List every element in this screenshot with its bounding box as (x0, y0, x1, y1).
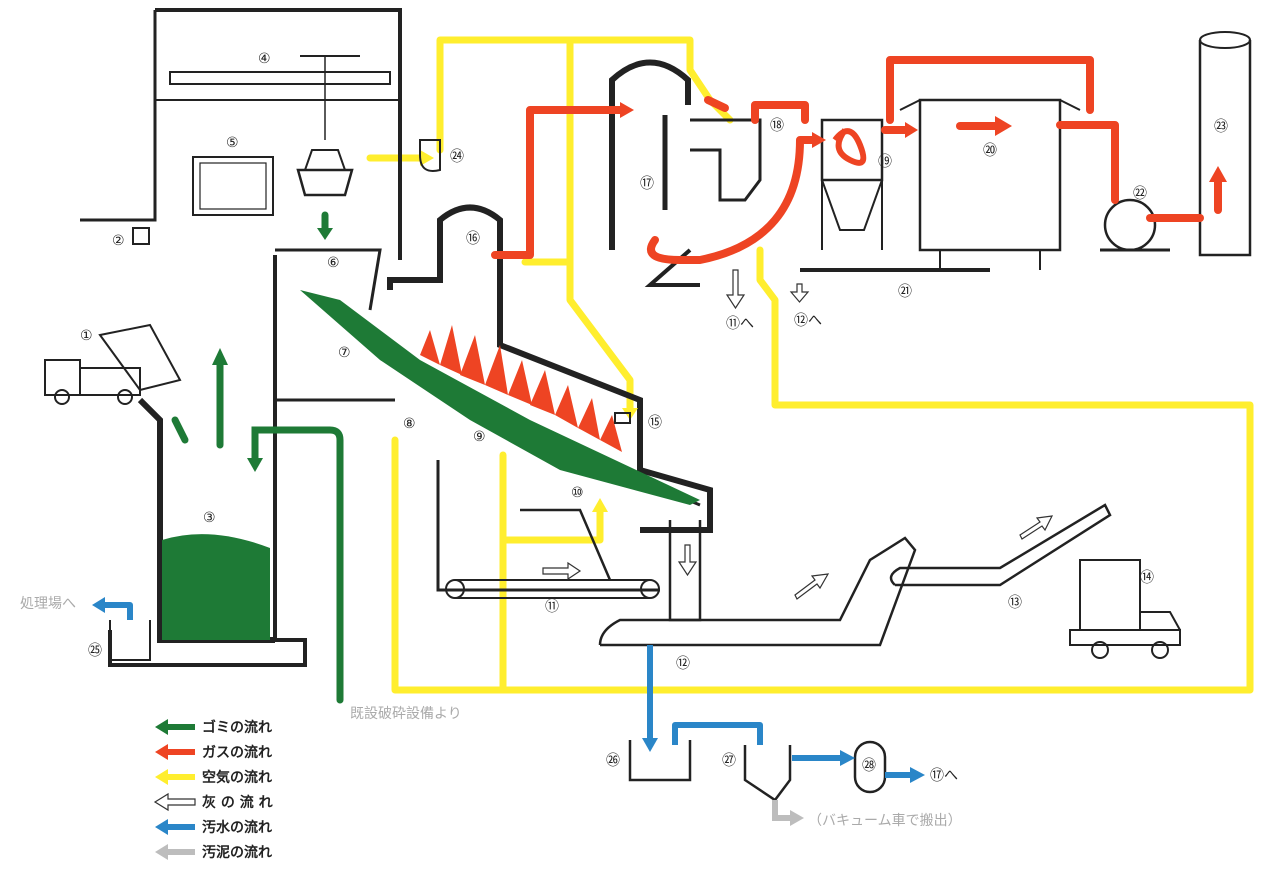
to-treatment-plant-label: 処理場へ (20, 596, 76, 612)
legend: ゴミの流れ ガスの流れ 空気の流れ 灰 の 流 れ 汚水の流れ 汚泥の流れ (155, 719, 273, 861)
label-n3: ③ (203, 510, 216, 526)
vacuum-truck-label: （バキューム車で搬出） (808, 812, 962, 829)
label-n2: ② (112, 233, 125, 249)
label-n18: ⑱ (770, 118, 784, 134)
arrow-left-white-icon (155, 794, 195, 810)
label-n19: ⑲ (878, 154, 892, 170)
garbage-flow (162, 215, 700, 700)
label-n28: ㉘ (862, 758, 876, 774)
label-n14: ⑭ (1140, 570, 1154, 586)
legend-item-wastewater: 汚水の流れ (155, 819, 272, 836)
sludge-arrowhead (790, 810, 804, 826)
arrow-left-yellow-icon (155, 769, 195, 785)
legend-label: 空気の流れ (202, 769, 272, 786)
arrow-left-red-icon (155, 744, 195, 760)
label-n15: ⑮ (648, 415, 662, 431)
legend-label: 汚泥の流れ (202, 844, 272, 861)
gas-loop-19 (835, 130, 863, 163)
label-n13: ⑬ (1008, 595, 1022, 611)
label-n27: ㉗ (722, 753, 736, 769)
label-n10: ⑩ (571, 485, 584, 501)
to-17-label: ⑰へ (930, 768, 958, 784)
legend-label: ガスの流れ (202, 744, 272, 761)
label-n16: ⑯ (466, 231, 480, 247)
label-n7: ⑦ (338, 345, 351, 361)
label-n20: ⑳ (983, 143, 997, 159)
legend-label: 汚水の流れ (202, 819, 272, 836)
legend-item-air: 空気の流れ (155, 769, 272, 786)
label-n6: ⑥ (327, 255, 340, 271)
legend-item-ash: 灰 の 流 れ (155, 794, 273, 811)
label-n25: ㉕ (88, 643, 102, 659)
legend-item-garbage: ゴミの流れ (155, 719, 272, 736)
label-n8: ⑧ (403, 416, 416, 432)
arrow-left-blue-icon (155, 819, 195, 835)
legend-label: ゴミの流れ (202, 719, 272, 736)
label-n24: ㉔ (450, 149, 464, 165)
sludge-flow (775, 800, 790, 818)
label-n22: ㉒ (1133, 186, 1147, 202)
arrow-left-gray-icon (155, 844, 195, 860)
label-n17: ⑰ (640, 176, 654, 192)
label-n21: ㉑ (898, 284, 912, 300)
legend-item-sludge: 汚泥の流れ (155, 844, 272, 861)
label-n11: ⑪ (545, 599, 559, 615)
label-n26: ㉖ (606, 753, 620, 769)
from-crusher-label: 既設破砕設備より (350, 706, 462, 722)
to-11-label: ⑪へ (726, 316, 754, 332)
arrow-left-green-icon (155, 719, 195, 735)
legend-item-gas: ガスの流れ (155, 744, 272, 761)
label-n1: ① (80, 328, 93, 344)
gas-arrowheads (620, 102, 1227, 182)
label-n5: ⑤ (226, 135, 239, 151)
legend-label: 灰 の 流 れ (202, 794, 273, 811)
label-n9: ⑨ (473, 429, 486, 445)
label-n23: ㉓ (1214, 119, 1228, 135)
label-n4: ④ (258, 51, 271, 67)
label-n12: ⑫ (676, 656, 690, 672)
to-12-label: ⑫へ (794, 313, 822, 329)
